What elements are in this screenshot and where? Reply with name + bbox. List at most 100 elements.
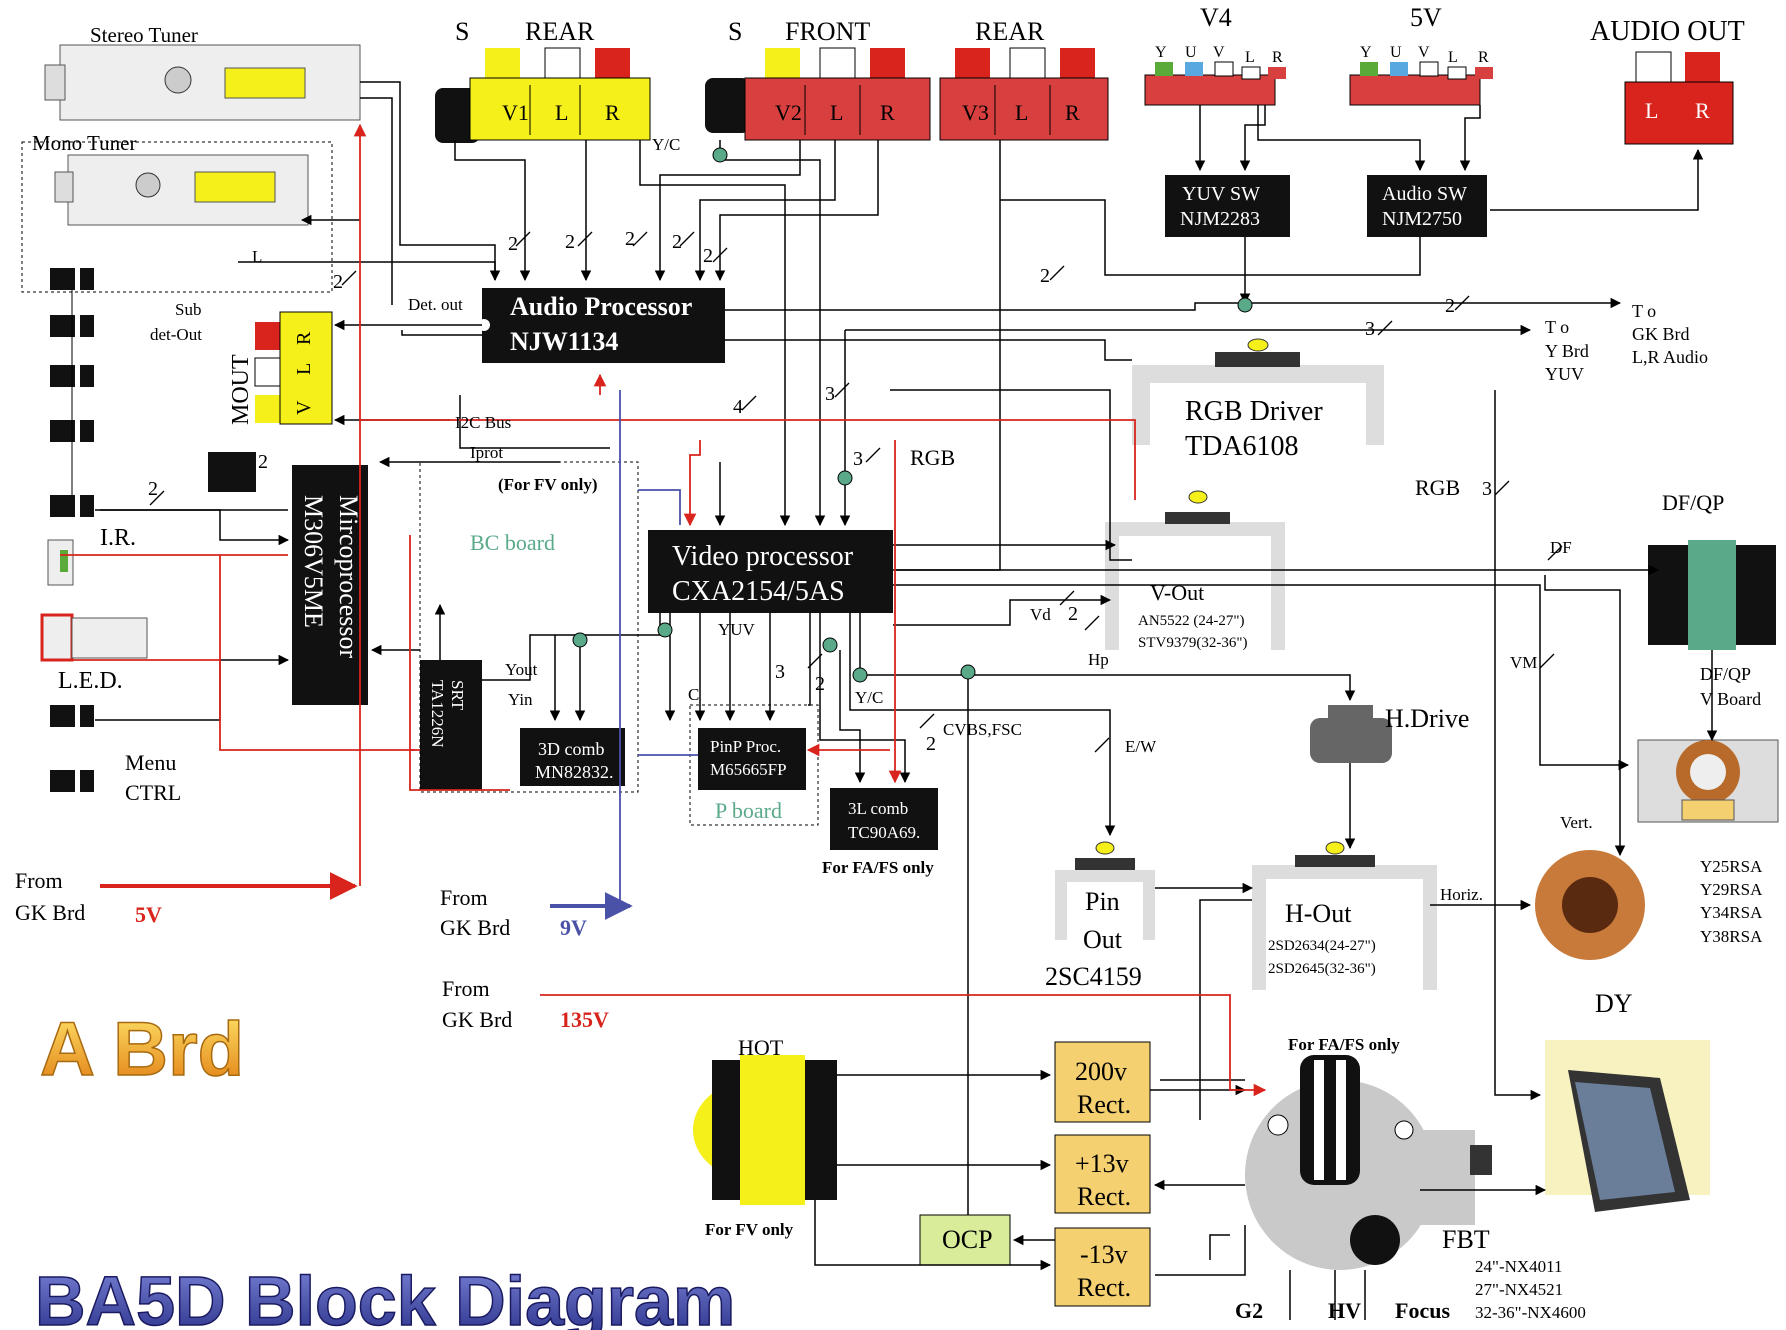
- bus-2m: 2: [926, 733, 936, 755]
- bus-2i: 2: [1040, 265, 1050, 287]
- audio-out-r: R: [1695, 98, 1710, 123]
- dy-part4: Y38RSA: [1700, 927, 1763, 946]
- audio-out-jacks: [1625, 52, 1733, 144]
- label-ocp: OCP: [942, 1225, 993, 1254]
- label-for-fv-only: (For FV only): [498, 475, 597, 494]
- rgb-driver-label: RGB Driver: [1185, 396, 1323, 427]
- label-dfqp-v1: DF/QP: [1700, 664, 1751, 684]
- label-led: L.E.D.: [58, 668, 123, 694]
- from-gk-135v-2: GK Brd: [442, 1007, 512, 1032]
- bus-2d: 2: [672, 231, 682, 253]
- pin-out-3: 2SC4159: [1045, 962, 1142, 991]
- rect200-1: 200v: [1075, 1057, 1127, 1086]
- stereo-tuner: [45, 45, 360, 120]
- label-rear2: REAR: [975, 17, 1045, 46]
- deflection-yoke: [1535, 850, 1645, 960]
- label-audio-out: AUDIO OUT: [1590, 16, 1745, 47]
- v-out-part1: AN5522 (24-27"): [1138, 613, 1245, 629]
- v5-r: R: [1478, 49, 1489, 66]
- label-yuv: YUV: [718, 620, 756, 639]
- audio-sw-part: NJM2750: [1382, 208, 1462, 230]
- comb3d-part: MN82832.: [535, 762, 614, 782]
- jack-r3: R: [1065, 100, 1080, 125]
- a-brd-title: A Brd: [40, 1007, 244, 1092]
- jack-r2: R: [880, 100, 895, 125]
- audio-processor-part: NJW1134: [510, 327, 618, 356]
- label-v5: 5V: [1410, 3, 1442, 32]
- label-horiz: Horiz.: [1440, 885, 1483, 904]
- rectm13-2: Rect.: [1077, 1273, 1131, 1302]
- v5-y: Y: [1360, 44, 1372, 61]
- comb3d-label: 3D comb: [538, 739, 605, 759]
- label-s-rear: S: [455, 17, 469, 46]
- from-gk-5v-2: GK Brd: [15, 900, 85, 925]
- pinp-label: PinP Proc.: [710, 737, 781, 756]
- label-for-fv-only2: For FV only: [705, 1220, 794, 1239]
- front-jacks-v2: [705, 48, 930, 140]
- from-gk-9v-2: GK Brd: [440, 915, 510, 940]
- bus-2c: 2: [625, 228, 635, 250]
- jack-v2: V2: [775, 100, 802, 125]
- label-ir: I.R.: [100, 525, 136, 551]
- label-ctrl: CTRL: [125, 780, 181, 805]
- label-fbt: FBT: [1442, 1225, 1490, 1254]
- jack-r1: R: [605, 100, 620, 125]
- label-h-drive: H.Drive: [1385, 704, 1469, 733]
- label-ew: E/W: [1125, 737, 1157, 756]
- fbt-part2: 27"-NX4521: [1475, 1280, 1563, 1299]
- label-det-out2: det-Out: [150, 325, 202, 344]
- label-v4: V4: [1200, 3, 1232, 32]
- label-menu: Menu: [125, 750, 176, 775]
- fbt-part1: 24"-NX4011: [1475, 1257, 1563, 1276]
- micro-part: M306V5ME: [299, 495, 328, 628]
- label-9v: 9V: [560, 915, 587, 940]
- rectm13-1: -13v: [1080, 1240, 1128, 1269]
- v4-v: V: [1213, 44, 1225, 61]
- dy-part3: Y34RSA: [1700, 903, 1763, 922]
- bus-2k: 2: [1068, 603, 1078, 625]
- bus-3a: 3: [1365, 318, 1375, 340]
- v-out-part2: STV9379(32-36"): [1138, 635, 1247, 651]
- dy-part2: Y29RSA: [1700, 880, 1763, 899]
- label-vert: Vert.: [1560, 813, 1593, 832]
- bus-2l: 2: [815, 673, 825, 695]
- bus-2b: 2: [565, 231, 575, 253]
- label-mout: MOUT: [228, 354, 254, 425]
- mout-r: R: [293, 331, 315, 345]
- to-gk-brd-1: T o: [1632, 301, 1656, 321]
- label-fa-fs-only: For FA/FS only: [822, 858, 934, 877]
- label-focus: Focus: [1395, 1298, 1450, 1323]
- srt-label: SRT: [448, 680, 467, 711]
- label-mono-tuner: Mono Tuner: [32, 131, 136, 155]
- pin-out-2: Out: [1083, 925, 1123, 954]
- bus-3e: 3: [775, 661, 785, 683]
- rgb-driver-bracket: [1132, 339, 1384, 445]
- label-dfqp-v2: V Board: [1700, 689, 1761, 709]
- video-processor-label: Video processor: [672, 541, 854, 572]
- label-hv: HV: [1328, 1298, 1361, 1323]
- rear-jacks-v3: [940, 48, 1108, 140]
- jack-l1: L: [555, 100, 568, 125]
- dfqp-v-board: [1638, 740, 1778, 822]
- to-y-brd-2: Y Brd: [1545, 341, 1589, 361]
- v5-l: L: [1448, 49, 1458, 66]
- v5-u: U: [1390, 44, 1402, 61]
- bus-4: 4: [733, 396, 743, 418]
- label-bc-board: BC board: [470, 530, 555, 555]
- label-g2: G2: [1235, 1298, 1263, 1323]
- label-s-front: S: [728, 17, 742, 46]
- diagram-title: BA5D Block Diagram: [35, 1262, 735, 1330]
- label-det-out: Det. out: [408, 295, 463, 314]
- label-dfqp: DF/QP: [1662, 490, 1724, 515]
- label-yc: Y/C: [855, 688, 883, 707]
- h-out-part1: 2SD2634(24-27"): [1268, 938, 1376, 954]
- jack-v1: V1: [502, 100, 529, 125]
- v5-v: V: [1418, 44, 1430, 61]
- pinp-part: M65665FP: [710, 760, 787, 779]
- bus-2g: 2: [258, 451, 268, 473]
- jack-l2: L: [830, 100, 843, 125]
- micro-label: Mircoprocessor: [334, 495, 363, 659]
- label-yin: Yin: [508, 690, 533, 709]
- crt-tube: [1545, 1040, 1710, 1212]
- v4-l: L: [1245, 49, 1255, 66]
